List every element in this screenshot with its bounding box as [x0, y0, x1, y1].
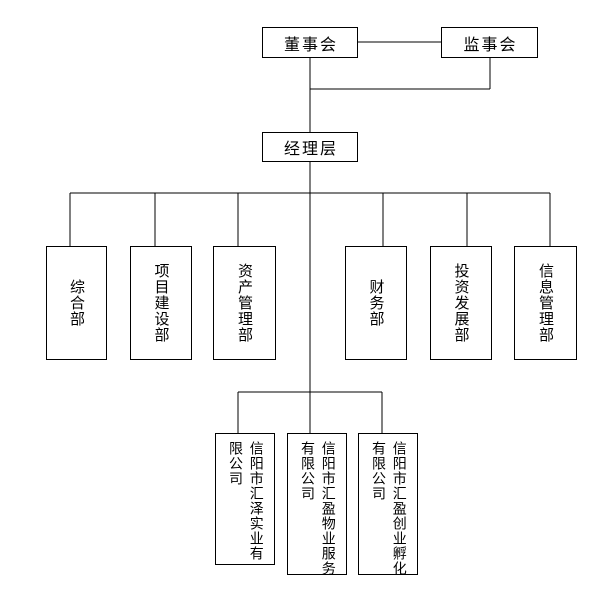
node-subsidiary-huize-industrial: 信阳市汇泽实业有 限公司 — [215, 433, 275, 565]
node-dept-asset-management: 资产管理部 — [213, 246, 276, 360]
node-dept-project-construction: 项目建设部 — [130, 246, 192, 360]
node-label: 项目建设部 — [152, 263, 171, 343]
node-label-column-1: 信阳市汇盈创业孵化 — [390, 441, 407, 576]
node-label: 监事会 — [463, 34, 518, 54]
node-label: 经理层 — [283, 139, 338, 158]
node-supervisory-board: 监事会 — [441, 27, 538, 58]
node-dept-investment-development: 投资发展部 — [430, 246, 492, 360]
node-label: 综合部 — [68, 279, 86, 327]
node-label-column-1: 信阳市汇盈物业服务 — [319, 441, 336, 576]
node-subsidiary-huiying-property-services: 信阳市汇盈物业服务 有限公司 — [287, 433, 347, 576]
node-management-layer: 经理层 — [262, 132, 358, 162]
node-label-column-2: 限公司 — [227, 441, 243, 486]
node-dept-general: 综合部 — [46, 246, 107, 360]
node-label: 财务部 — [367, 279, 386, 327]
node-label: 信息管理部 — [537, 263, 555, 343]
node-label: 资产管理部 — [236, 263, 254, 343]
node-label-column-2: 有限公司 — [299, 441, 315, 501]
node-board-of-directors: 董事会 — [262, 27, 358, 58]
node-dept-information-management: 信息管理部 — [514, 246, 577, 360]
node-label-column-1: 信阳市汇泽实业有 — [247, 441, 264, 561]
node-dept-finance: 财务部 — [345, 246, 407, 360]
node-label-column-2: 有限公司 — [370, 441, 386, 501]
node-subsidiary-huiying-business-incubation: 信阳市汇盈创业孵化 有限公司 — [358, 433, 418, 576]
node-label: 投资发展部 — [452, 263, 471, 343]
node-label: 董事会 — [283, 34, 338, 54]
